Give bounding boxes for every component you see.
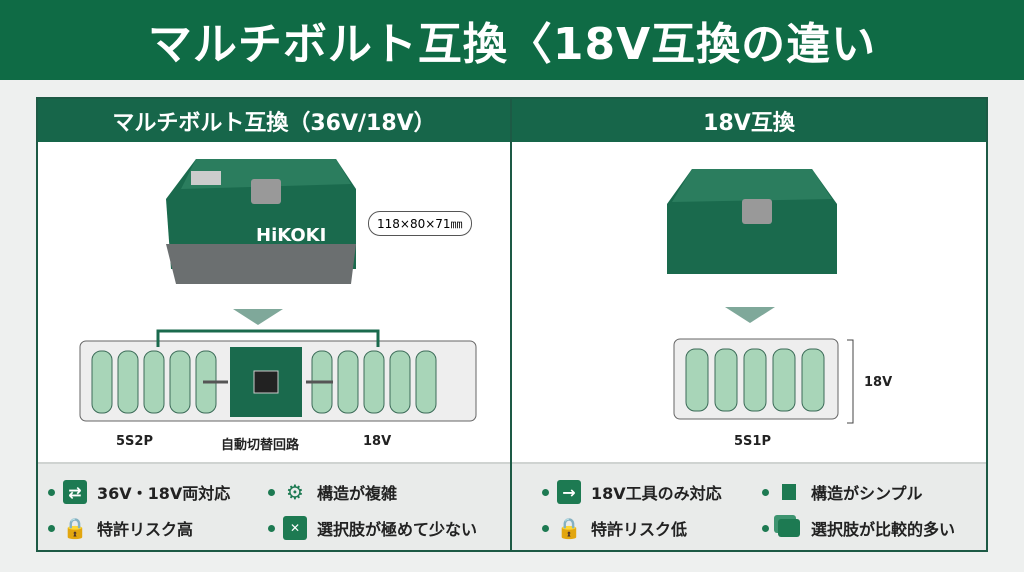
page-title: マルチボルト互換〈18V互換の違い xyxy=(0,0,1024,80)
multivolt-battery-image: HiKOKI xyxy=(166,159,356,284)
feature-item: ⚙構造が複雑 xyxy=(268,480,397,504)
circuit-label: 自動切替回路 xyxy=(221,438,300,453)
down-arrow-icon xyxy=(725,307,775,323)
18v-header: 18V互換 xyxy=(512,99,986,142)
gears-icon: ⚙ xyxy=(286,480,304,504)
svg-text:HiKOKI: HiKOKI xyxy=(256,225,326,246)
feature-item: 選択肢が比較的多い xyxy=(762,516,955,540)
feature-item: 🔒特許リスク低 xyxy=(542,516,687,540)
lock-question-icon: 🔒 xyxy=(62,516,88,540)
right-arrow-icon: → xyxy=(557,480,581,504)
feature-item: ⇄36V・18V両対応 xyxy=(48,480,230,504)
battery-x-icon: ✕ xyxy=(283,516,307,540)
voltage-label: 18V xyxy=(363,434,392,449)
dimensions-badge: 118×80×71㎜ xyxy=(368,211,472,236)
feature-item: →18V工具のみ対応 xyxy=(542,480,722,504)
swap-arrows-icon: ⇄ xyxy=(63,480,87,504)
feature-item: 構造がシンプル xyxy=(762,480,923,504)
chip-icon xyxy=(777,480,801,504)
18v-panel: 18V互換 18V 5S1P →18V工具のみ対応 構造がシンプル 🔒特許リスク… xyxy=(510,97,988,552)
batteries-stack-icon xyxy=(777,516,801,540)
multivolt-header: マルチボルト互換（36V/18V） xyxy=(38,99,510,142)
cells-label: 5S1P xyxy=(734,434,771,449)
18v-features: →18V工具のみ対応 構造がシンプル 🔒特許リスク低 選択肢が比較的多い xyxy=(512,462,986,550)
bracket-icon xyxy=(847,339,854,424)
multivolt-panel: マルチボルト互換（36V/18V） HiKOKI 118×80×71㎜ 5S2P… xyxy=(36,97,512,552)
lock-check-icon: 🔒 xyxy=(556,516,582,540)
voltage-label: 18V xyxy=(864,375,893,390)
5s1p-cell-diagram xyxy=(673,338,839,420)
18v-battery-image xyxy=(667,169,837,274)
feature-item: ✕選択肢が極めて少ない xyxy=(268,516,477,540)
5s2p-cell-diagram xyxy=(79,329,477,422)
cells-label: 5S2P xyxy=(116,434,153,449)
feature-item: 🔒特許リスク高 xyxy=(48,516,193,540)
multivolt-features: ⇄36V・18V両対応 ⚙構造が複雑 🔒特許リスク高 ✕選択肢が極めて少ない xyxy=(38,462,510,550)
down-arrow-icon xyxy=(233,309,283,325)
